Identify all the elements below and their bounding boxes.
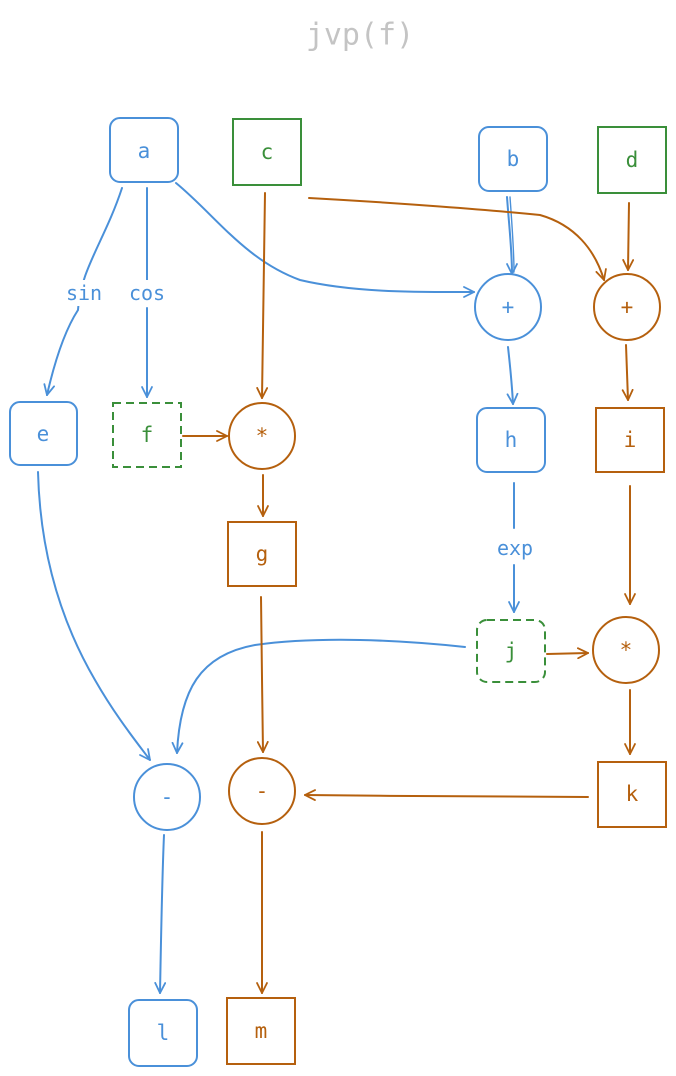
node-f-label: f: [141, 423, 154, 447]
diagram-title: jvp(f): [306, 18, 414, 53]
edge-label-exp: exp: [497, 536, 533, 560]
node-d-label: d: [626, 148, 639, 172]
node-d: d: [597, 126, 667, 194]
node-h-label: h: [505, 428, 518, 452]
node-a-label: a: [138, 139, 151, 163]
edge-a-to-e: [47, 187, 123, 395]
edge-g-to-minus-orange: [261, 596, 263, 752]
node-i: i: [595, 407, 665, 473]
node-e: e: [9, 401, 78, 466]
node-minus-blue-label: -: [161, 785, 174, 809]
edge-c-to-mul-top: [262, 192, 265, 398]
node-minus-blue: -: [133, 763, 201, 831]
node-minus-orange-label: -: [256, 779, 269, 803]
node-plus-orange-label: +: [621, 295, 634, 319]
node-g: g: [227, 521, 297, 587]
node-j: j: [476, 619, 546, 683]
node-b-label: b: [507, 147, 520, 171]
edge-j-to-mul-right: [546, 653, 588, 654]
edge-b-to-plus-blue: [506, 196, 512, 274]
node-g-label: g: [256, 542, 269, 566]
node-f: f: [112, 402, 182, 468]
node-plus-blue: +: [474, 273, 542, 341]
nodes: a c b d + + e: [9, 117, 667, 1067]
node-i-label: i: [624, 428, 637, 452]
edge-k-to-minus-orange: [305, 795, 589, 797]
node-e-label: e: [37, 422, 50, 446]
edge-a-to-plus-blue: [175, 182, 474, 292]
edge-d-to-plus-orange: [628, 202, 629, 270]
edges: [37, 182, 630, 993]
edge-c-to-plus-orange: [308, 197, 604, 280]
edge-label-sin: sin: [66, 281, 102, 305]
node-j-label: j: [505, 639, 518, 663]
node-mul-top: *: [228, 402, 296, 470]
node-mul-right: *: [592, 616, 660, 684]
node-minus-orange: -: [228, 757, 296, 825]
node-m-label: m: [255, 1019, 268, 1043]
node-k-label: k: [626, 782, 639, 806]
edge-label-cos: cos: [129, 281, 165, 305]
node-b: b: [478, 126, 548, 192]
node-a: a: [109, 117, 179, 183]
node-plus-orange: +: [593, 273, 661, 341]
node-h: h: [476, 407, 546, 473]
edge-plus-orange-to-i: [626, 344, 628, 400]
node-l: l: [128, 999, 198, 1067]
node-mul-right-label: *: [620, 638, 633, 662]
edge-labels: sin cos exp: [62, 280, 541, 561]
edge-minus-blue-to-l: [160, 834, 164, 993]
node-c-label: c: [261, 140, 274, 164]
node-plus-blue-label: +: [502, 295, 515, 319]
node-k: k: [597, 761, 667, 828]
node-c: c: [232, 118, 302, 186]
edge-plus-blue-to-h: [508, 346, 513, 404]
edge-e-to-minus-blue: [37, 471, 150, 760]
node-l-label: l: [157, 1021, 170, 1045]
node-m: m: [226, 997, 296, 1065]
node-mul-top-label: *: [256, 424, 269, 448]
edge-j-to-minus-blue: [177, 638, 466, 753]
